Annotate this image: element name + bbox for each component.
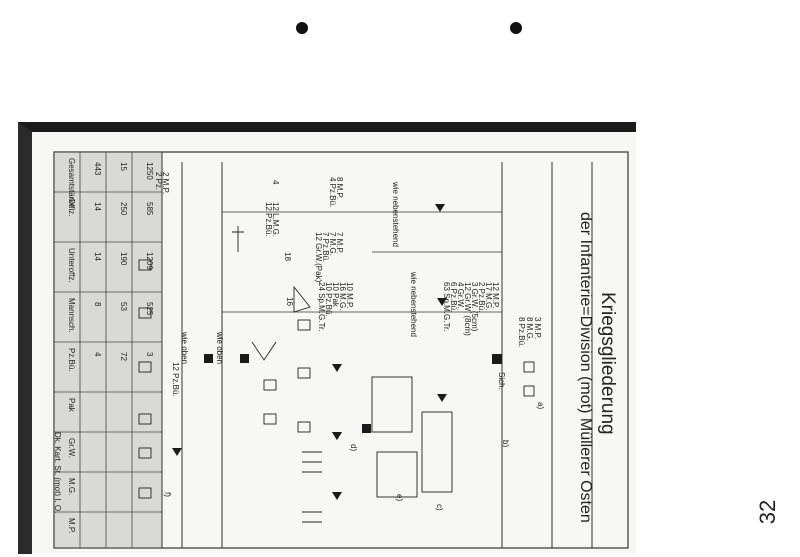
table-cell: 1250 — [145, 162, 154, 180]
section-label-f: f) — [163, 492, 172, 497]
table-header-2: Unteroffz. — [67, 248, 76, 283]
table-header-1: Offiz. — [67, 198, 76, 217]
page-number: 32 — [755, 499, 780, 525]
section-label-b: b) — [501, 440, 510, 448]
table-cell: 190 — [119, 252, 128, 266]
table-cell: 443 — [93, 162, 102, 176]
table-header-6: Gr.W. — [67, 438, 76, 458]
table-header-8: M.P. — [67, 518, 76, 534]
top-group-mg: 8 M.G. — [525, 317, 534, 342]
section-label-c: c) — [435, 504, 444, 511]
table-cell: 8 — [93, 302, 102, 307]
group-b-7: 63 Sp.M.G.Tr. — [442, 282, 451, 332]
section-label-d: d) — [349, 444, 358, 452]
punch-hole-right — [510, 22, 522, 34]
sheet-lines — [53, 151, 629, 549]
section-label-e: e) — [395, 494, 404, 502]
table-cell: 585 — [145, 202, 154, 216]
table-cell: 1209 — [145, 252, 154, 270]
table-footer: Dk. Kart. St. (mot) I. O. — [53, 432, 62, 514]
table-cell: 14 — [93, 202, 102, 211]
group-left2-3: 12 Gr.W.(Pak) — [314, 232, 323, 283]
document-title: Kriegsgliederung — [597, 292, 618, 435]
table-header-5: Pak — [67, 398, 76, 412]
table-cell: 250 — [119, 202, 128, 216]
table-cell: 53 — [119, 302, 128, 311]
num-16: 16 — [285, 297, 294, 306]
table-cell: 15 — [119, 162, 128, 171]
top-group-mp: 3 M.P. — [533, 317, 542, 340]
table-cell: 525 — [145, 302, 154, 316]
group-left3-1: 12 Pz.Bü. — [264, 202, 273, 237]
wie-oben-1: wie oben — [215, 332, 224, 365]
punch-hole-left — [296, 22, 308, 34]
wie-nebenstehend-2: wie nebenstehend — [409, 272, 418, 337]
table-header-7: M.G. — [67, 478, 76, 496]
document-sheet: Kriegsgliederung der Infanterie=Division… — [18, 122, 636, 554]
pz-bu-label: 12 Pz.Bü. — [171, 362, 180, 397]
num-18: 18 — [283, 252, 292, 261]
group-bottom-pz: 2 Pz. — [154, 172, 163, 191]
table-cell: 14 — [93, 252, 102, 261]
group-mid-4: 24 Sp.M.G.Tr. — [317, 282, 326, 332]
table-header-3: Mannsch. — [67, 298, 76, 333]
table-cell: 4 — [93, 352, 102, 357]
document-subtitle: der Infanterie=Division (mot) Müllerer O… — [577, 212, 594, 523]
sich-label: Sich. — [497, 372, 506, 390]
top-group-pzbu: 8 Pz.Bü. — [517, 317, 526, 348]
section-label-a: a) — [536, 402, 545, 410]
wie-oben-2: wie oben — [180, 332, 189, 365]
table-cell: 72 — [119, 352, 128, 361]
group-left1-pzbu: 4 Pz.Bü. — [328, 177, 337, 208]
num-4: 4 — [271, 180, 280, 185]
table-cell: 3 — [145, 352, 154, 357]
wie-nebenstehend-1: wie nebenstehend — [391, 182, 400, 247]
table-header-4: Pz.Bü. — [67, 348, 76, 372]
